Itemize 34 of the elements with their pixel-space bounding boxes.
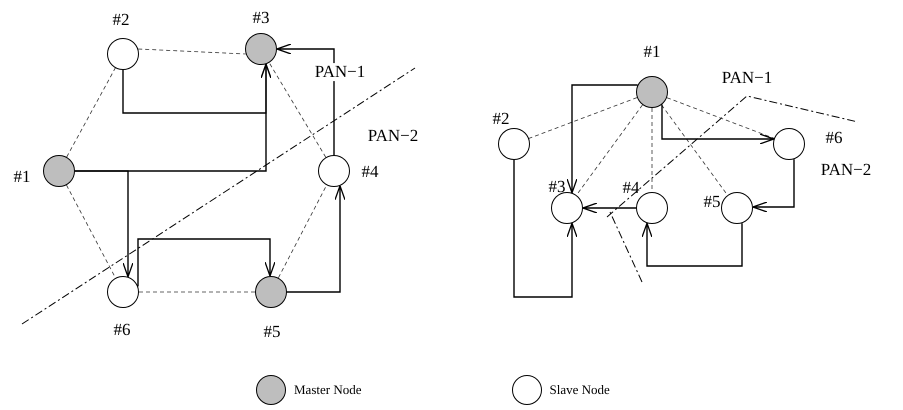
link-line [66,68,116,158]
arrow [752,159,795,213]
node-number: #3 [548,177,566,197]
arrow [75,170,134,278]
arrow [137,238,276,286]
link-line [576,104,643,196]
link-line [528,97,638,139]
node-number: #1 [644,42,660,62]
node-number: #2 [492,109,510,129]
legend-label: Master Node [294,382,362,398]
link-line [138,48,246,54]
node-number: #4 [622,178,640,198]
link-line [66,184,116,278]
link-line [278,184,327,278]
arrow [582,202,636,214]
link-line [268,62,326,158]
node-number: #5 [264,322,280,342]
node-number: #3 [252,8,270,28]
legend-label: Slave Node [550,382,610,398]
arrow [661,104,774,145]
node-number: #6 [114,320,130,340]
node-number: #1 [14,167,30,187]
link-line [666,97,774,139]
arrow [566,84,638,194]
arrow [287,185,346,293]
node-number: #6 [826,128,842,148]
node-number: #5 [704,192,720,212]
link-line [661,104,728,196]
arrow [641,222,743,267]
arrow [513,160,578,298]
network-label: PAN−1 [314,63,366,81]
node-number: #4 [362,162,378,182]
arrow [276,43,335,155]
node-number: #2 [112,10,130,30]
